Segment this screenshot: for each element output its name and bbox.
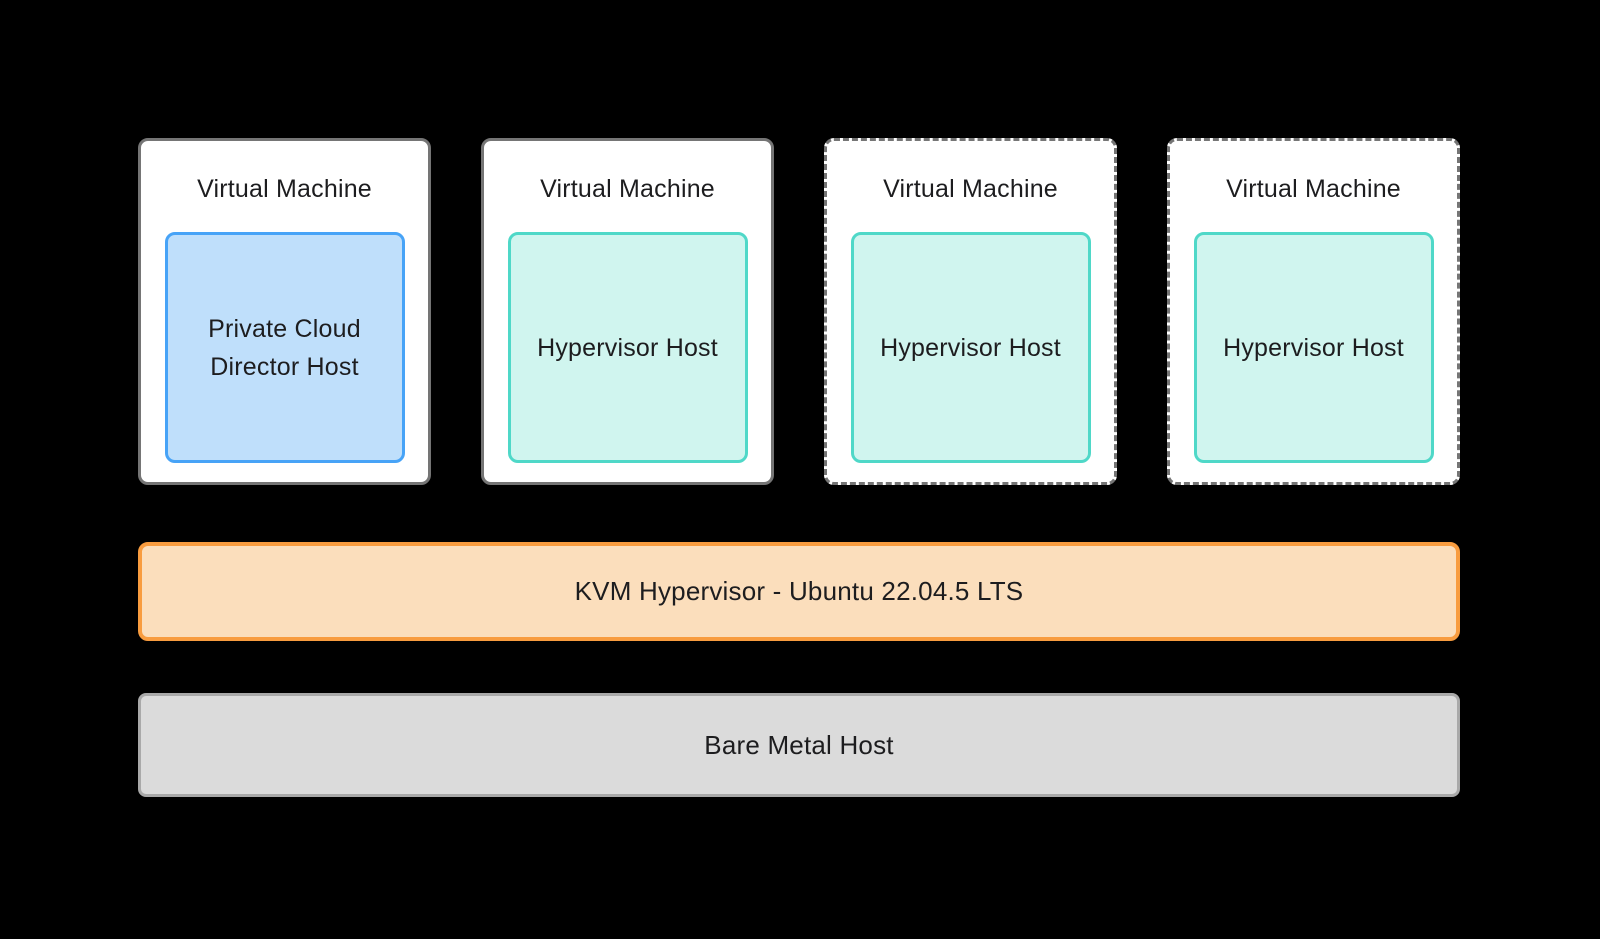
hypervisor-host-box: Hypervisor Host [1193,232,1434,463]
bare-metal-host-bar: Bare Metal Host [138,693,1460,797]
vm-title: Virtual Machine [197,175,372,203]
bare-metal-host-label: Bare Metal Host [704,729,894,760]
vm-title: Virtual Machine [883,175,1058,203]
inner-box-label: Hypervisor Host [537,333,718,362]
hypervisor-host-box: Hypervisor Host [850,232,1091,463]
hypervisor-host-box: Hypervisor Host [507,232,748,463]
inner-box-label: Hypervisor Host [880,333,1061,362]
vm-box-private-cloud-director: Virtual Machine Private Cloud Director H… [138,138,431,485]
kvm-hypervisor-bar: KVM Hypervisor - Ubuntu 22.04.5 LTS [138,542,1460,641]
vm-title: Virtual Machine [1226,175,1401,203]
vm-box-hypervisor-2: Virtual Machine Hypervisor Host [824,138,1117,485]
vm-box-hypervisor-1: Virtual Machine Hypervisor Host [481,138,774,485]
inner-box-label: Hypervisor Host [1223,333,1404,362]
vm-box-hypervisor-3: Virtual Machine Hypervisor Host [1167,138,1460,485]
kvm-hypervisor-label: KVM Hypervisor - Ubuntu 22.04.5 LTS [574,576,1024,606]
vm-title: Virtual Machine [540,175,715,203]
inner-box-label: Private Cloud Director Host [208,314,361,381]
private-cloud-director-host-box: Private Cloud Director Host [164,232,405,463]
vm-row: Virtual Machine Private Cloud Director H… [138,138,1460,485]
